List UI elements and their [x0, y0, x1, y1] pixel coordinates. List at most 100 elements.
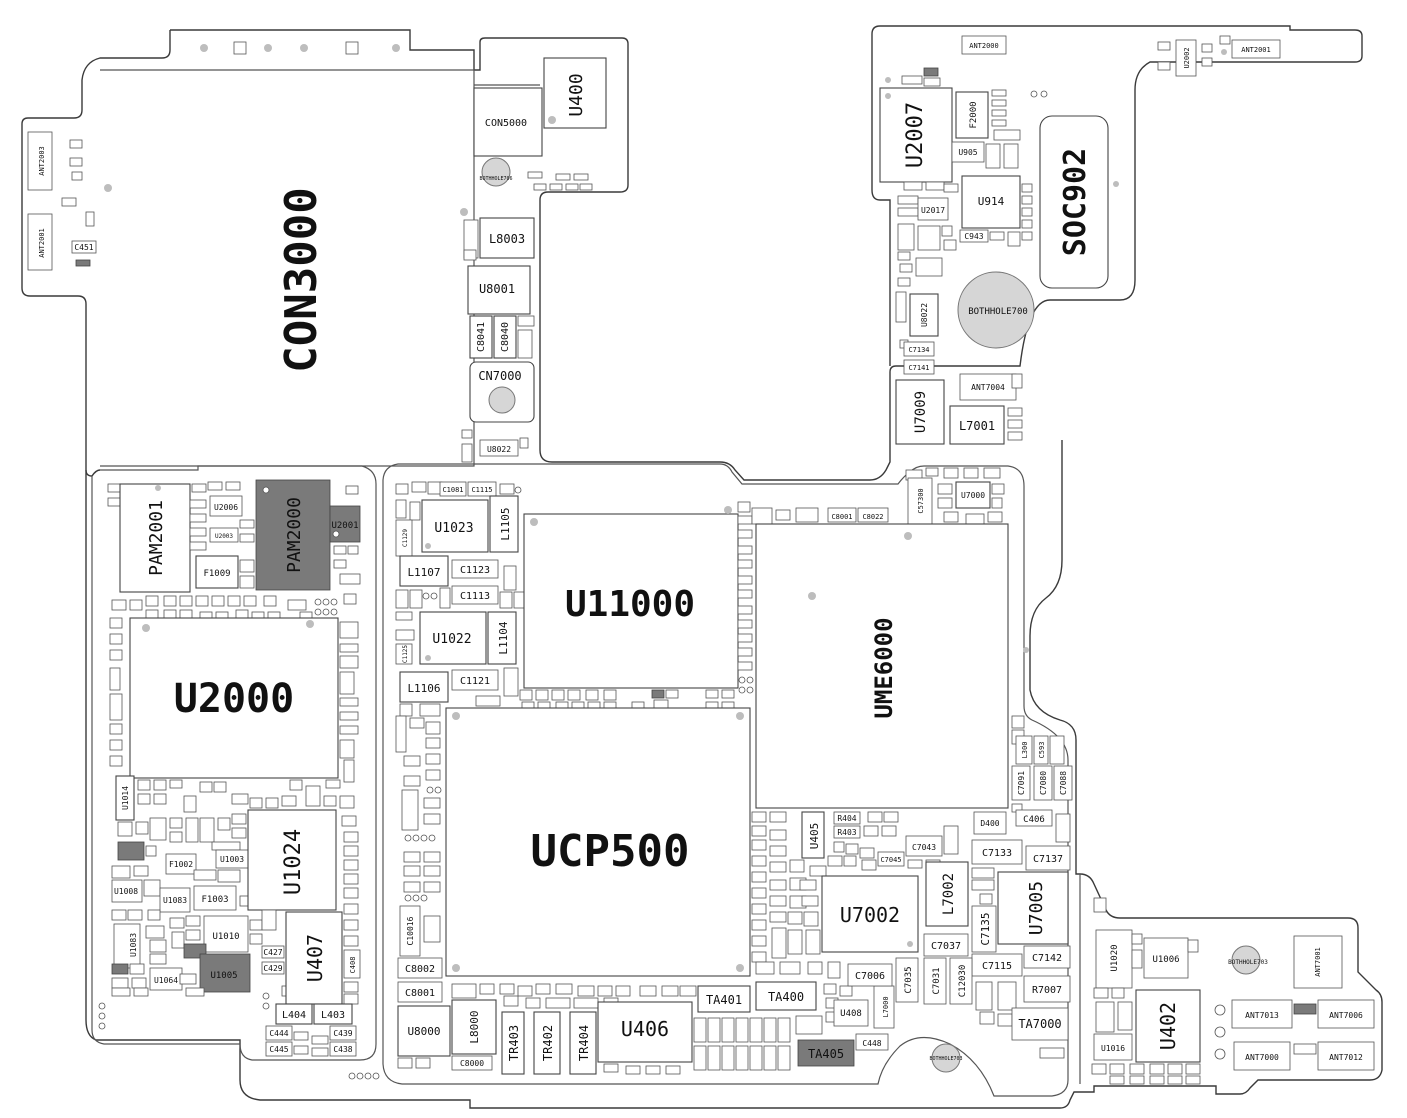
l403-label: L403 [321, 1010, 345, 1021]
tr404-label: TR404 [577, 1025, 591, 1061]
u7002-label: U7002 [840, 903, 900, 927]
c8000-label: C8000 [460, 1059, 484, 1068]
c8001b-label: C8001 [405, 988, 435, 999]
c7080-label: C7080 [1039, 771, 1048, 795]
u1008-label: U1008 [114, 887, 138, 896]
c7045-label: C7045 [880, 856, 901, 864]
u7005-label: U7005 [1026, 881, 1047, 935]
c451-label: C451 [74, 243, 93, 252]
f1009-label: F1009 [203, 569, 230, 579]
ant2001-label: ANT2001 [38, 228, 46, 258]
u1014-label: U1014 [121, 786, 130, 810]
center-top-column: CON5000 U400 BOTHHOLE706 L8003 U8001 C80… [460, 57, 607, 463]
u7009-label: U7009 [913, 391, 929, 433]
tr403-label: TR403 [507, 1025, 521, 1061]
c943-label: C943 [964, 232, 983, 241]
center-lower-block: C1081 C1115 U1023 L1105 C1129 L1107 C112… [348, 467, 1073, 1080]
l8003-label: L8003 [489, 232, 525, 246]
ant2003-label: ANT2003 [38, 146, 46, 176]
bothhole703-label: BOTHHOLE703 [929, 1056, 962, 1062]
ta7000-label: TA7000 [1018, 1017, 1061, 1031]
c7006-label: C7006 [855, 971, 885, 982]
ant7000-label: ANT7000 [1245, 1053, 1279, 1062]
u2003-label: U2003 [215, 533, 233, 540]
u405-label: U405 [808, 823, 821, 850]
c1081-label: C1081 [442, 486, 463, 494]
u1083-label: U1083 [163, 896, 187, 905]
u2017-label: U2017 [921, 206, 945, 215]
ant7006-label: ANT7006 [1329, 1011, 1363, 1020]
ant2003-block [27, 131, 53, 191]
u1005-label: U1005 [210, 971, 237, 981]
u8001-label: U8001 [479, 282, 515, 296]
l404-label: L404 [282, 1010, 306, 1021]
c438-label: C438 [333, 1045, 352, 1054]
u1006-label: U1006 [1152, 955, 1179, 965]
u2001-label: U2001 [331, 521, 358, 531]
bothhole700-label: BOTHHOLE700 [968, 307, 1028, 317]
c406-label: C406 [1023, 815, 1045, 825]
u1020-label: U1020 [1110, 944, 1120, 971]
f1002-label: F1002 [169, 860, 193, 869]
bottom-right-region: U1020 U1006 U402 U1016 BOTHHOLE703 ANT70… [1091, 897, 1375, 1085]
l7002-label: L7002 [941, 873, 957, 915]
soc902-label: SOC902 [1058, 148, 1093, 256]
ant2001-block [27, 213, 53, 271]
parts-grid-mid [117, 779, 355, 861]
u400-label: U400 [566, 73, 587, 116]
c1121-label: C1121 [460, 676, 490, 687]
ant2000-label: ANT2000 [969, 42, 999, 50]
r404-label: R404 [837, 814, 856, 823]
c439-label: C439 [333, 1029, 352, 1038]
u1016-label: U1016 [1101, 1044, 1125, 1053]
u408-label: U408 [840, 1009, 862, 1019]
u402-label: U402 [1156, 1002, 1180, 1050]
c1125-label: C1125 [402, 645, 409, 663]
ta401-label: TA401 [706, 993, 742, 1007]
c7031-label: C7031 [932, 967, 942, 994]
l7001-label: L7001 [959, 419, 995, 433]
ant7001-label: ANT7001 [1314, 947, 1322, 977]
u2000-left-column [109, 617, 123, 767]
c7035-label: C7035 [904, 966, 914, 993]
mid-vertical-column [737, 515, 754, 694]
u914-label: U914 [978, 195, 1005, 208]
top-left-region: ANT2003 ANT2001 C451 [27, 41, 400, 271]
c1113-label: C1113 [460, 591, 490, 602]
c427-label: C427 [263, 948, 282, 957]
r403-label: R403 [837, 828, 856, 837]
u8022-label: U8022 [487, 445, 511, 454]
bothhole706-label: BOTHHOLE706 [479, 176, 512, 182]
c7037-label: C7037 [931, 941, 961, 952]
u2006-label: U2006 [214, 503, 238, 512]
c1129-label: C1129 [402, 529, 409, 547]
c8022-label: C8022 [862, 513, 883, 521]
u905-label: U905 [958, 148, 977, 157]
top-right-region: ANT2000 ANT2001 U2002 U2007 F2000 U905 S… [879, 35, 1281, 445]
c7142-label: C7142 [1032, 953, 1062, 964]
c7088-label: C7088 [1059, 771, 1068, 795]
ucp500-right-column [751, 811, 841, 979]
l1107-label: L1107 [407, 566, 440, 579]
c8002-label: C8002 [405, 964, 435, 975]
l300-label: L300 [1021, 742, 1029, 759]
c429-label: C429 [263, 964, 282, 973]
tr402-label: TR402 [541, 1025, 555, 1061]
u1064-label: U1064 [154, 976, 178, 985]
ume6000-label: UME6000 [870, 617, 898, 718]
u2000-label: U2000 [174, 676, 294, 722]
small-parts-row [111, 593, 357, 621]
c7115-label: C7115 [982, 961, 1012, 972]
u1010-label: U1010 [212, 932, 239, 942]
c593-label: C593 [1038, 742, 1046, 759]
l8000-label: L8000 [468, 1010, 481, 1043]
u1024-label: U1024 [281, 829, 306, 895]
u11000-bottom-row [399, 689, 735, 717]
c1123-label: C1123 [460, 565, 490, 576]
u1022-label: U1022 [432, 632, 471, 647]
u8022b-label: U8022 [920, 303, 929, 327]
c7141-label: C7141 [908, 364, 929, 372]
cn7000-label: CN7000 [478, 369, 521, 383]
c7134-label: C7134 [908, 346, 929, 354]
